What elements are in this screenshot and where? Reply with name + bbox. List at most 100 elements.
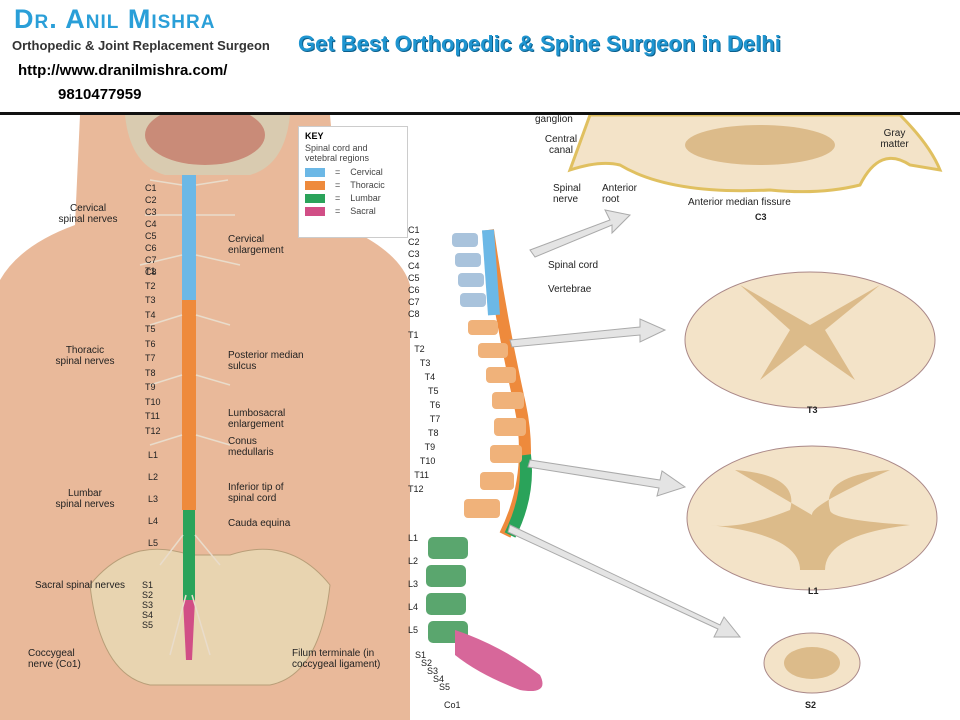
left-segment-label: S5	[142, 620, 154, 630]
middle-segment-label: T8	[428, 428, 439, 438]
middle-segment-label: S2	[421, 658, 433, 668]
arrows	[507, 209, 742, 638]
key-label: Sacral	[350, 206, 376, 216]
lumbar-vertebrae	[426, 537, 468, 643]
left-segment-label: T11	[145, 411, 160, 421]
page-title: Get Best Orthopedic & Spine Surgeon in D…	[298, 31, 781, 56]
middle-segment-label: T12	[408, 484, 424, 494]
left-segment-label: T3	[145, 295, 156, 305]
middle-segment-label: T9	[424, 442, 436, 452]
website-url[interactable]: http://www.dranilmishra.com/	[18, 62, 228, 79]
label-anterior-fissure: Anterior median fissure	[688, 197, 791, 208]
middle-segment-label: L4	[408, 602, 419, 612]
sacrum	[455, 630, 543, 691]
middle-segment-label: T3	[419, 358, 431, 368]
middle-segment-label: C7	[408, 297, 420, 307]
middle-segment-label: C3	[408, 249, 420, 259]
label-vertebrae: Vertebrae	[548, 284, 592, 295]
middle-segment-label: C4	[408, 261, 420, 271]
label-coccygeal: Coccygeal nerve (Co1)	[28, 648, 81, 670]
key-label: Lumbar	[350, 193, 381, 203]
middle-segment-label: C8	[408, 309, 420, 319]
middle-segment-label: L5	[408, 625, 419, 635]
key-title: KEY	[305, 131, 324, 141]
middle-segment-label: S5	[439, 682, 451, 692]
label-spinal-cord: Spinal cord	[548, 260, 599, 271]
left-segment-label: L2	[148, 472, 159, 482]
middle-segment-label: C6	[408, 285, 420, 295]
legend-key: KEY Spinal cord and vetebral regions = Ce…	[298, 126, 408, 238]
key-description: Spinal cord and vetebral regions	[305, 143, 370, 163]
label-gray-matter: Gray matter	[880, 128, 909, 150]
label-lumbosacral: Lumbosacral enlargement	[228, 408, 286, 430]
middle-segment-label: T11	[414, 470, 430, 480]
cervical-vertebrae	[452, 233, 486, 307]
swatch	[305, 206, 325, 216]
left-segment-label: T5	[145, 324, 156, 334]
cord-sacral	[183, 600, 195, 660]
left-segment-label: T12	[145, 425, 161, 436]
middle-segment-label: S3	[427, 666, 439, 676]
left-segment-label: C3	[145, 207, 157, 217]
left-segment-label: T6	[145, 338, 156, 349]
key-item-sacral: = Sacral	[305, 206, 401, 216]
header-divider	[0, 112, 960, 115]
pelvis	[89, 548, 331, 686]
cross-section-t3	[684, 271, 936, 409]
swatch	[305, 180, 325, 190]
middle-segment-label: C2	[408, 237, 420, 247]
label-filum: Filum terminale (in coccygeal ligament)	[292, 648, 381, 670]
label-lumbar-nerves: Lumbar spinal nerves	[55, 488, 115, 510]
middle-segment-label: L3	[408, 579, 419, 589]
left-segment-label: T1	[145, 266, 156, 276]
equals: =	[335, 206, 341, 216]
cross-section-s2	[763, 632, 861, 694]
left-segment-label: T8	[145, 367, 156, 378]
cord-thoracic	[182, 300, 196, 510]
cross-section-c3	[567, 115, 943, 194]
logo-name: Dr. Anil Mishra	[14, 4, 216, 34]
section-label-c3: C3	[755, 212, 767, 222]
key-item-thoracic: = Thoracic	[305, 180, 401, 190]
left-segment-label: L1	[148, 450, 159, 460]
key-label: Thoracic	[350, 180, 385, 190]
left-segment-label: S4	[142, 610, 154, 620]
section-label-t3: T3	[807, 405, 818, 415]
cross-section-l1	[686, 445, 938, 591]
brain	[145, 115, 265, 165]
left-segment-label: C4	[145, 219, 157, 229]
key-item-lumbar: = Lumbar	[305, 193, 401, 203]
left-segment-label: T2	[145, 280, 156, 291]
left-segment-label: C5	[145, 231, 157, 241]
equals: =	[335, 193, 341, 203]
cord-cervical	[182, 175, 196, 300]
middle-segment-label: C1	[408, 225, 420, 235]
left-segment-label: C6	[145, 243, 157, 253]
middle-segment-label: T7	[429, 414, 441, 424]
middle-segment-label: C5	[408, 273, 420, 283]
section-label-s2: S2	[805, 700, 817, 710]
middle-segment-label: L1	[408, 533, 419, 543]
left-segment-label: T4	[145, 309, 156, 320]
left-segment-label: T7	[145, 353, 156, 363]
left-segment-label: C1	[145, 183, 157, 193]
label-cervical-enlargement: Cervical enlargement	[228, 234, 284, 256]
spine-illustration	[0, 115, 943, 720]
left-segment-label: S3	[142, 600, 154, 610]
thoracic-vertebrae	[464, 320, 526, 518]
middle-segment-label: T1	[408, 330, 419, 340]
label-sacral-nerves: Sacral spinal nerves	[34, 580, 126, 591]
left-segment-label: L4	[148, 516, 159, 526]
left-segment-label: C7	[145, 255, 157, 265]
label-cervical-nerves: Cervical spinal nerves	[58, 203, 118, 225]
label-spinal-nerve: Spinal nerve	[553, 183, 581, 205]
swatch	[305, 193, 325, 203]
label-posterior-sulcus: Posterior median sulcus	[228, 350, 304, 372]
phone-number: 9810477959	[58, 86, 142, 103]
key-label: Cervical	[350, 167, 383, 177]
middle-segment-label: T2	[414, 344, 425, 354]
middle-segment-label: Co1	[444, 700, 461, 710]
label-anterior-root: Anterior root	[602, 183, 638, 205]
equals: =	[335, 180, 341, 190]
middle-segment-label: S1	[415, 650, 427, 660]
